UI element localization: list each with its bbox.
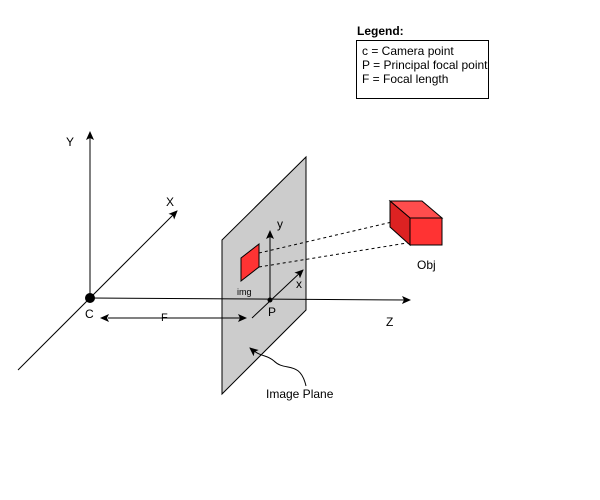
world-z-label: Z [386,315,393,329]
legend-title: Legend: [357,24,404,38]
projection-ray-bottom [258,241,414,268]
world-x-axis [17,210,178,371]
camera-point [85,293,95,303]
principal-label: P [268,305,276,319]
focal-length-label: F [161,312,168,324]
image-label: img [237,287,252,297]
legend-box: c = Camera point P = Principal focal poi… [356,40,489,99]
image-plane-pointer [249,347,307,387]
object-label: Obj [417,258,436,272]
legend-item-principal: P = Principal focal point [362,58,488,72]
world-z-axis [89,295,411,304]
legend-item-camera: c = Camera point [362,44,454,58]
object-box [388,199,444,247]
image-plane [221,155,307,396]
image-x-label: x [296,277,302,291]
principal-point [267,297,273,303]
projection-ray-top [258,221,393,254]
camera-label: C [85,307,94,321]
legend-item-focal: F = Focal length [362,72,449,86]
world-y-label: Y [66,135,74,149]
image-x-axis [251,269,304,319]
world-x-label: X [166,195,174,209]
image-plane-label: Image Plane [266,387,334,401]
image-y-label: y [277,217,283,231]
